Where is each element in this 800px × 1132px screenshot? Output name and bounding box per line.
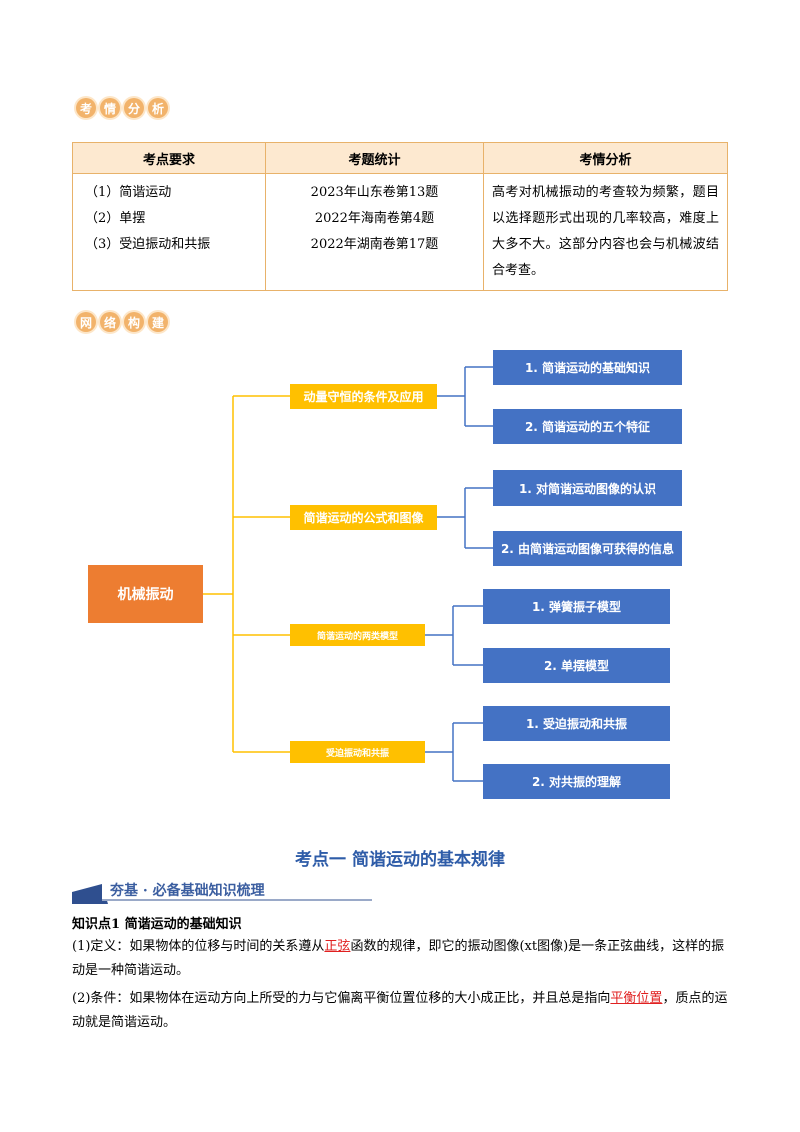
stat-item: 2022年海南卷第4题 xyxy=(314,211,435,226)
header-analysis: 考情分析 xyxy=(483,142,728,174)
badge-char: 络 xyxy=(100,312,120,332)
stats-cell: 2023年山东卷第13题 2022年海南卷第4题 2022年湖南卷第17题 xyxy=(265,173,484,291)
header-requirements: 考点要求 xyxy=(72,142,266,174)
highlight-term: 平衡位置 xyxy=(610,991,663,1006)
text-run: 函数的规律，即它的振动图像(xt图像)是一条正弦曲线，这样的振动是一种简谐运动。 xyxy=(72,939,725,978)
requirements-cell: （1）简谐运动 （2）单摆 （3）受迫振动和共振 xyxy=(72,173,266,291)
badge-analysis: 考 情 分 析 xyxy=(76,98,168,118)
mindmap-root: 机械振动 xyxy=(88,565,203,623)
requirement-item: （2）单摆 xyxy=(85,211,146,226)
badge-network: 网 络 构 建 xyxy=(76,312,168,332)
text-run: (1)定义：如果物体的位移与时间的关系遵从 xyxy=(72,939,325,954)
paragraph-condition: (2)条件：如果物体在运动方向上所受的力与它偏离平衡位置位移的大小成正比，并且总… xyxy=(72,987,732,1035)
banner-text: 夯基 · 必备基础知识梳理 xyxy=(110,883,265,899)
mindmap-leaf: 1. 对简谐运动图像的认识 xyxy=(493,470,682,506)
mindmap-leaf: 2. 单摆模型 xyxy=(483,648,670,683)
paragraph-definition: (1)定义：如果物体的位移与时间的关系遵从正弦函数的规律，即它的振动图像(xt图… xyxy=(72,935,732,983)
mindmap-leaf: 1. 简谐运动的基础知识 xyxy=(493,350,682,385)
mindmap-leaf: 2. 对共振的理解 xyxy=(483,764,670,799)
badge-char: 网 xyxy=(76,312,96,332)
mindmap-leaf: 2. 由简谐运动图像可获得的信息 xyxy=(493,531,682,566)
mindmap-branch: 受迫振动和共振 xyxy=(290,741,425,763)
analysis-table: 考点要求 考题统计 考情分析 （1）简谐运动 （2）单摆 （3）受迫振动和共振 … xyxy=(72,142,728,291)
mindmap-leaf: 1. 弹簧振子模型 xyxy=(483,589,670,624)
mindmap-branch: 简谐运动的公式和图像 xyxy=(290,505,437,530)
badge-char: 情 xyxy=(100,98,120,118)
root-connectors xyxy=(203,395,290,753)
mindmap-leaf: 1. 受迫振动和共振 xyxy=(483,706,670,741)
analysis-cell: 高考对机械振动的考查较为频繁，题目以选择题形式出现的几率较高，难度上大多不大。这… xyxy=(483,173,728,291)
mindmap-leaf: 2. 简谐运动的五个特征 xyxy=(493,409,682,444)
requirement-item: （3）受迫振动和共振 xyxy=(85,237,211,252)
badge-char: 分 xyxy=(124,98,144,118)
table-row: （1）简谐运动 （2）单摆 （3）受迫振动和共振 2023年山东卷第13题 20… xyxy=(72,173,728,291)
stat-item: 2023年山东卷第13题 xyxy=(310,185,439,200)
badge-char: 建 xyxy=(148,312,168,332)
table-header-row: 考点要求 考题统计 考情分析 xyxy=(72,142,728,174)
mindmap-branch: 简谐运动的两类模型 xyxy=(290,624,425,646)
section-title: 考点一 简谐运动的基本规律 xyxy=(295,850,505,870)
requirement-item: （1）简谐运动 xyxy=(85,185,172,200)
text-run: ，质点的运动就是简谐运动。 xyxy=(72,991,728,1030)
badge-char: 考 xyxy=(76,98,96,118)
badge-char: 构 xyxy=(124,312,144,332)
knowledge-point-title: 知识点1 简谐运动的基础知识 xyxy=(72,917,242,932)
stat-item: 2022年湖南卷第17题 xyxy=(310,237,439,252)
branch-connectors xyxy=(425,366,493,782)
text-run: (2)条件：如果物体在运动方向上所受的力与它偏离平衡位置位移的大小成正比，并且总… xyxy=(72,991,611,1006)
badge-char: 析 xyxy=(148,98,168,118)
highlight-term: 正弦 xyxy=(324,939,351,954)
mindmap-branch: 动量守恒的条件及应用 xyxy=(290,384,437,409)
section-banner xyxy=(72,882,372,904)
